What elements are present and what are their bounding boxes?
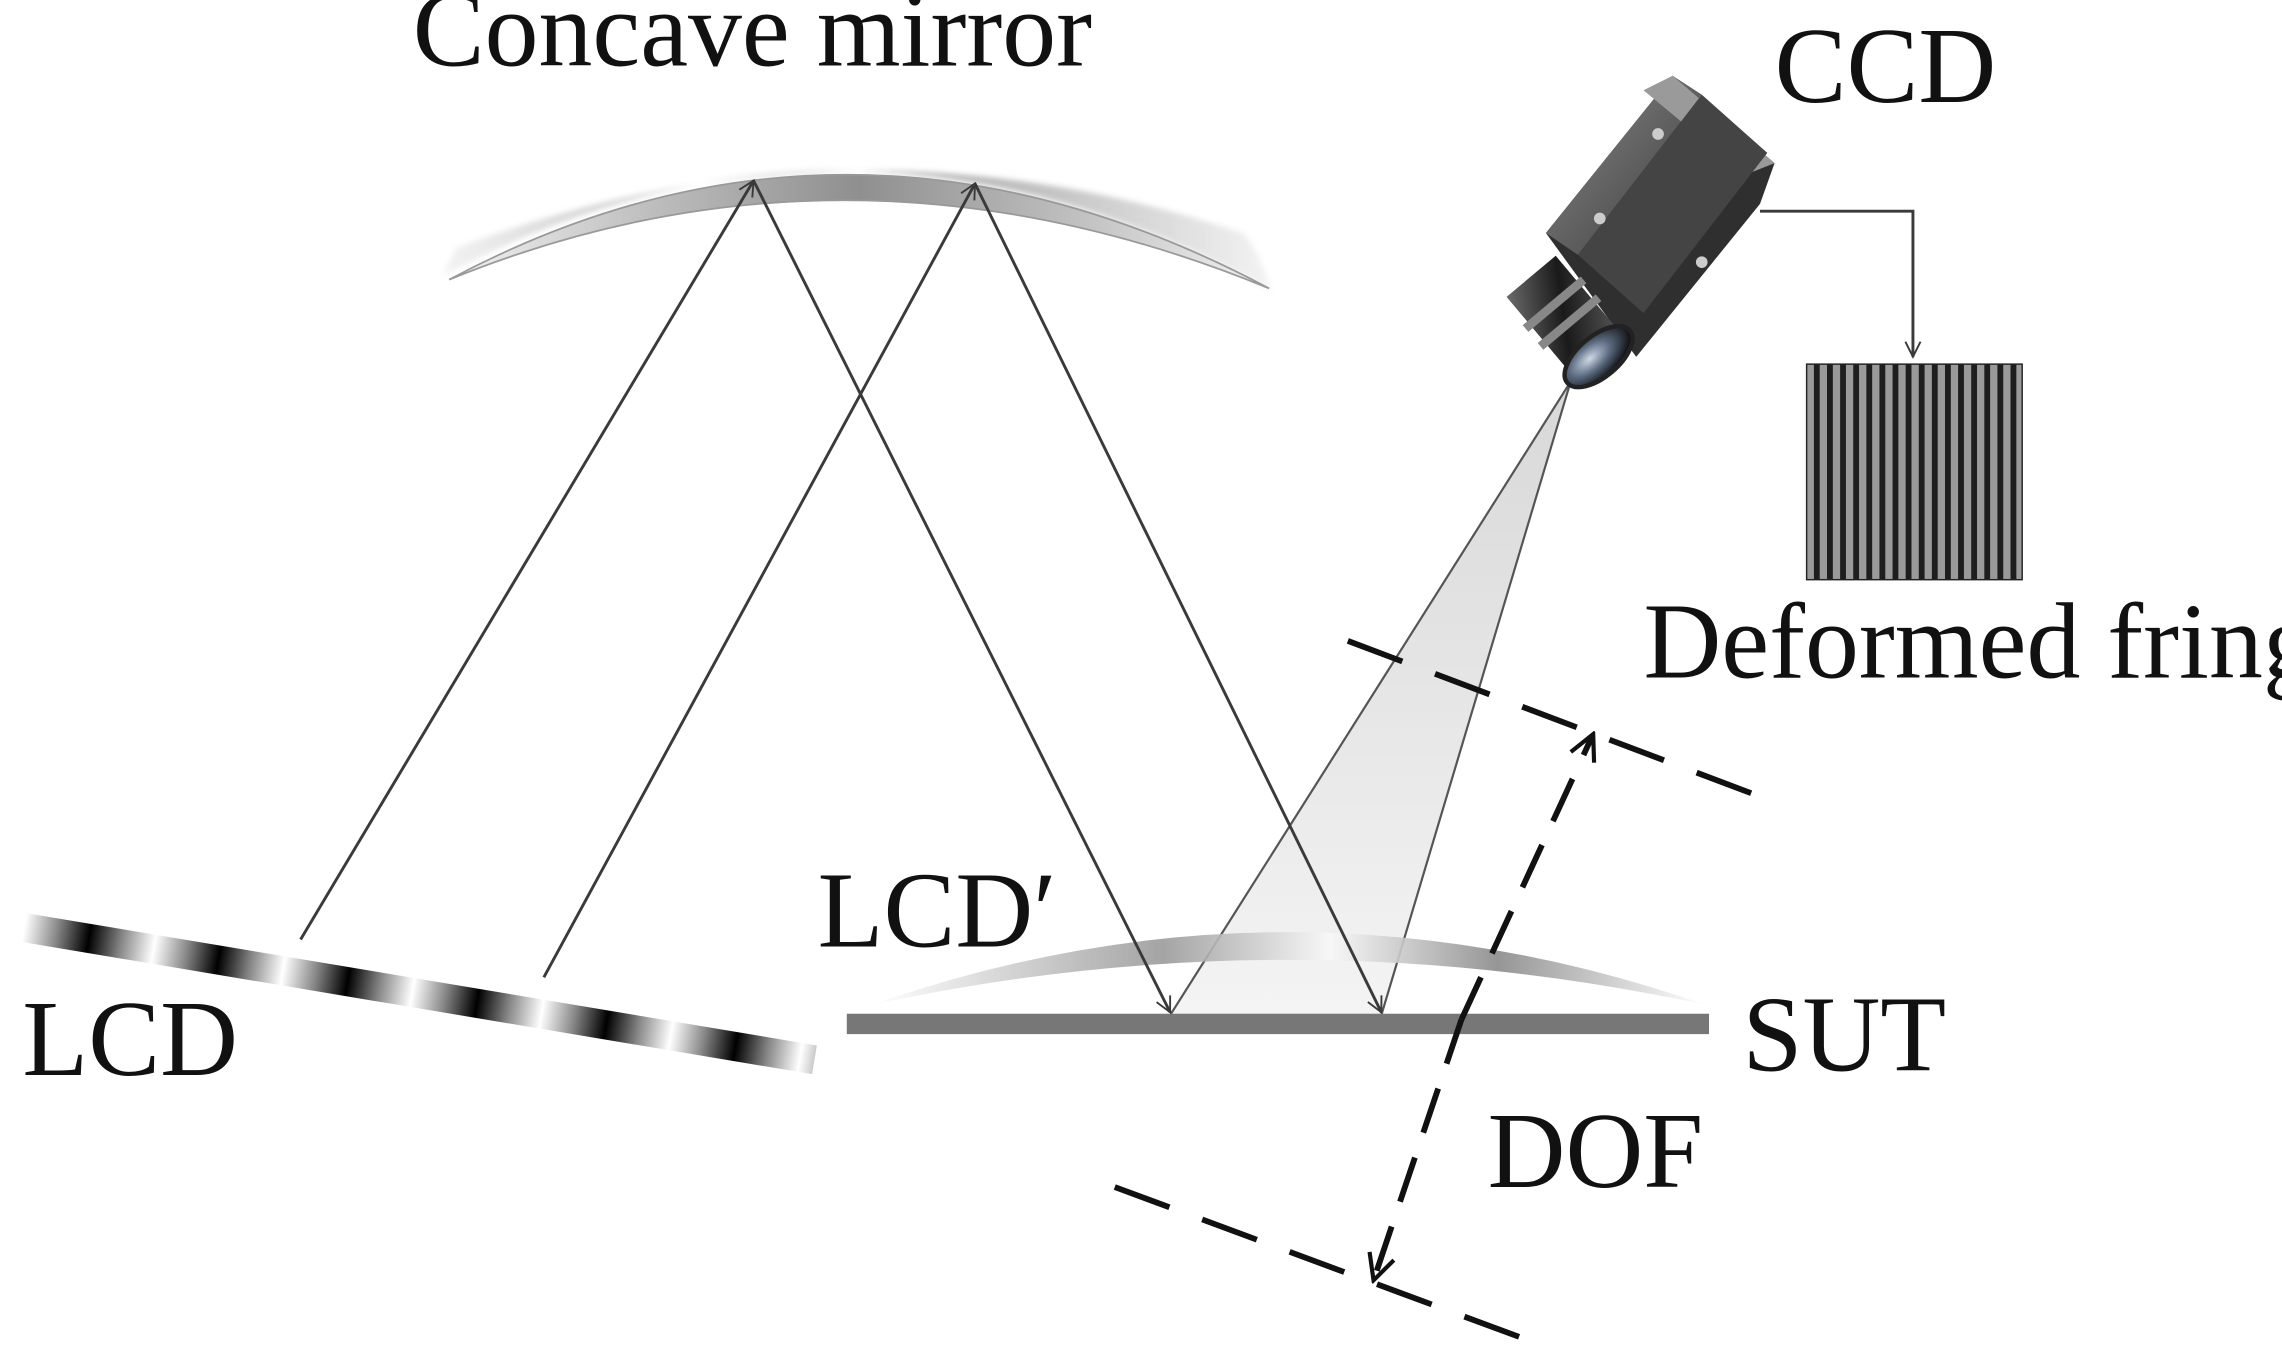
label-dof: DOF [1488,1092,1704,1211]
dof-arrow [1458,736,1592,1021]
ray-mirror-to-sut-2 [973,182,1383,1013]
ray-mirror-to-sut-1 [752,179,1172,1013]
ray-lcd-to-mirror-2 [542,184,977,979]
sut-plate [846,1013,1710,1035]
dof-planes [1113,638,1754,1340]
dof-near-plane [1346,638,1754,797]
label-deformed-fringes: Deformed fringes [1643,582,2282,701]
lcd-screen [21,913,817,1075]
camera-view-cone [1168,381,1572,1017]
label-sut: SUT [1743,976,1947,1095]
label-ccd: CCD [1775,7,1997,126]
ccd-output-arrow [1760,209,1913,357]
dof-arrow-lower [1374,1018,1465,1279]
ray-lcd-to-mirror-1 [299,181,755,941]
label-concave-mirror: Concave mirror [413,0,1092,90]
concave-mirror [441,170,1273,292]
label-lcd-virtual: LCD′ [818,852,1057,971]
lcd-virtual-image [871,932,1707,1005]
light-rays [299,179,1383,1013]
fringe-pattern-icon [1805,363,2023,581]
ccd-camera-icon [1506,75,1775,390]
dof-far-plane [1113,1184,1521,1340]
label-lcd: LCD [22,980,238,1099]
